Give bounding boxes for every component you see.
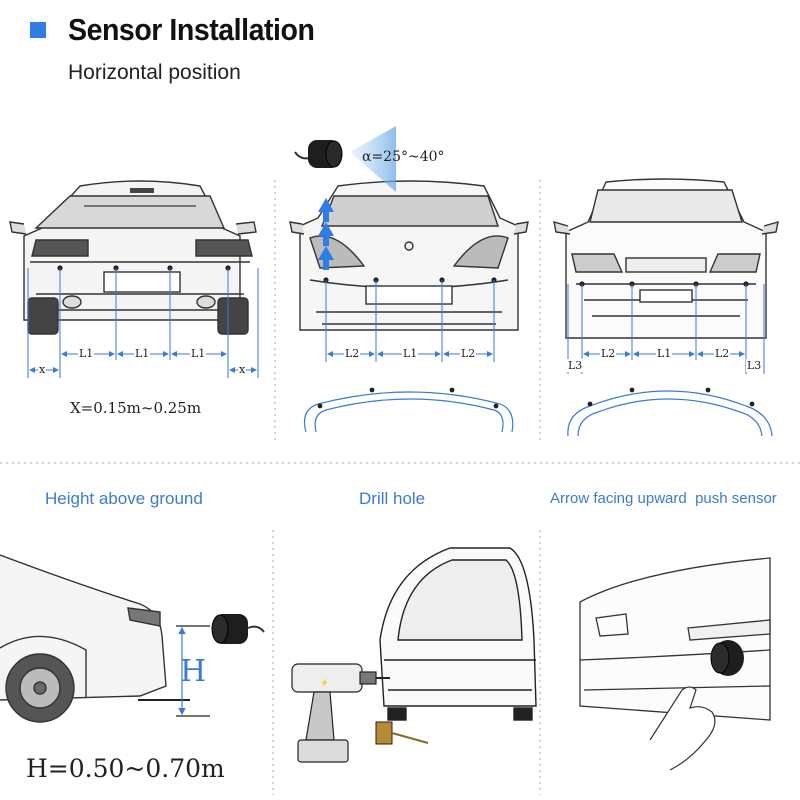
hand-icon bbox=[649, 686, 716, 771]
rear-label-l1-b: L1 bbox=[134, 347, 151, 360]
upward-arrows-icon bbox=[318, 198, 334, 270]
front-sport-bumper-arc bbox=[303, 391, 514, 433]
rear-guide-lines bbox=[27, 268, 259, 378]
caption-height-above-ground: Height above ground bbox=[45, 489, 203, 508]
car-corner-drawing bbox=[579, 557, 771, 721]
rear-distance-formula: X=0.15m~0.25m bbox=[70, 399, 202, 417]
height-indicator bbox=[176, 625, 210, 717]
hole-saw-icon bbox=[375, 721, 429, 745]
height-label: H bbox=[180, 654, 207, 689]
car-rear-drawing bbox=[379, 547, 537, 721]
sensor-side-icon bbox=[211, 614, 265, 644]
sedan-label-l1: L1 bbox=[656, 347, 673, 360]
detection-cone bbox=[350, 126, 396, 192]
sport-label-l2-left: L2 bbox=[344, 347, 361, 360]
caption-drill-hole: Drill hole bbox=[359, 489, 426, 508]
rear-car-drawing bbox=[9, 180, 257, 335]
sedan-label-l2-left: L2 bbox=[600, 347, 617, 360]
sedan-label-l3-right: L3 bbox=[746, 359, 763, 372]
page-subtitle: Horizontal position bbox=[68, 61, 241, 84]
rear-label-x-left: x bbox=[38, 363, 47, 376]
sport-label-l1: L1 bbox=[402, 347, 419, 360]
front-sedan-guide-lines bbox=[567, 284, 765, 374]
title-bullet bbox=[30, 22, 46, 38]
page-title: Sensor Installation bbox=[68, 12, 315, 47]
sport-label-l2-right: L2 bbox=[460, 347, 477, 360]
svg-text:⚡: ⚡ bbox=[320, 678, 329, 687]
rear-label-x-right: x bbox=[238, 363, 247, 376]
sedan-label-l2-right: L2 bbox=[714, 347, 731, 360]
caption-push-sensor: Arrow facing upward push sensor bbox=[550, 490, 777, 507]
rear-label-l1-a: L1 bbox=[78, 347, 95, 360]
sedan-label-l3-left: L3 bbox=[567, 359, 584, 372]
car-side-drawing bbox=[0, 554, 190, 723]
sensor-push-icon bbox=[710, 640, 744, 676]
front-sedan-drawing bbox=[553, 178, 779, 339]
drill-icon: ⚡ bbox=[291, 663, 390, 763]
rear-label-l1-c: L1 bbox=[190, 347, 207, 360]
angle-label: α=25°~40° bbox=[362, 149, 445, 165]
height-formula: H=0.50~0.70m bbox=[26, 754, 225, 783]
sensor-top-icon bbox=[294, 140, 343, 168]
front-sedan-bumper-arc bbox=[567, 390, 773, 437]
